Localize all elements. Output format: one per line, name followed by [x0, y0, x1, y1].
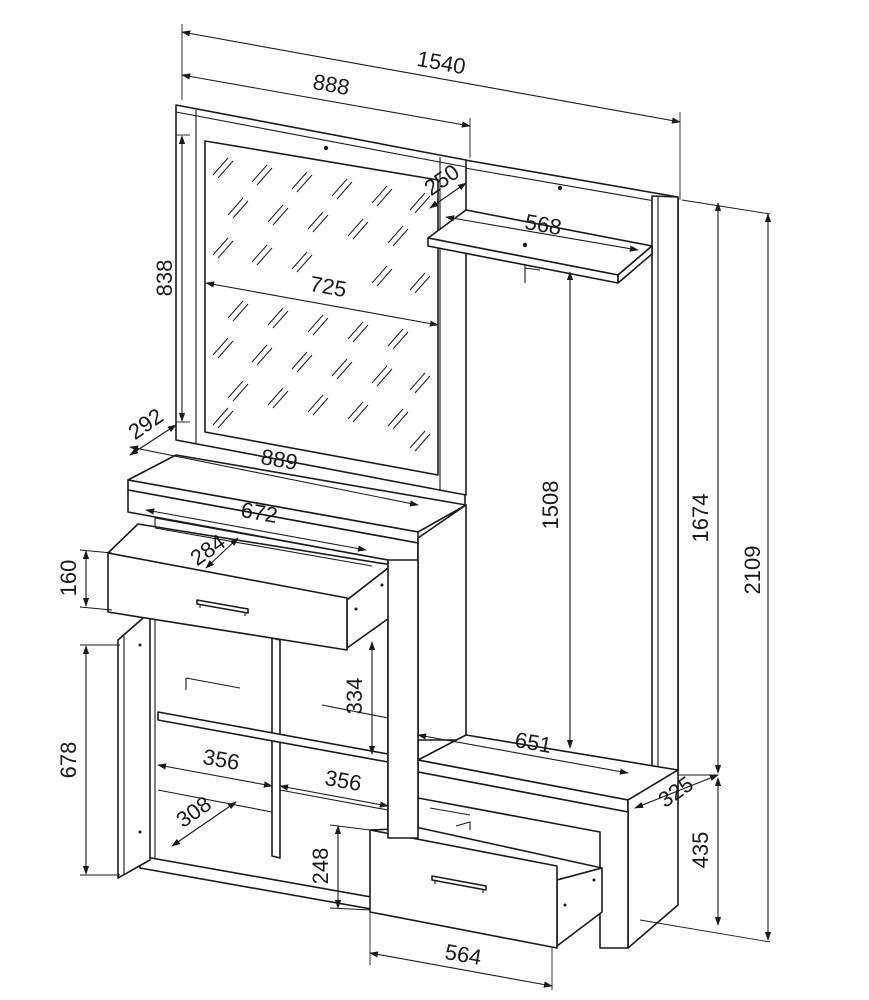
- dim-bench-height: 435: [688, 832, 713, 869]
- dim-compartment-height: 334: [342, 678, 367, 715]
- dimension-lines: [79, 24, 772, 990]
- dim-lower-height: 248: [308, 848, 333, 885]
- dim-compartment-width-right: 356: [323, 765, 364, 796]
- dim-mirror-height: 838: [152, 260, 177, 297]
- dim-total-width: 1540: [415, 46, 468, 79]
- dim-drawer-height: 160: [56, 560, 81, 597]
- bottom-drawer: [369, 821, 603, 949]
- dim-side-height: 1674: [688, 494, 713, 543]
- dim-total-height: 2109: [740, 546, 765, 595]
- right-side-panel: [651, 195, 679, 773]
- dim-cabinet-depth: 292: [123, 403, 167, 445]
- dimension-labels: 1540 888 250 568 838 725 292 889 672 284…: [56, 46, 765, 970]
- dim-bottom-drawer-width: 564: [443, 939, 484, 970]
- dim-inner-depth: 308: [171, 791, 215, 833]
- dim-door-height: 678: [56, 742, 81, 779]
- cabinet-right-post: [387, 559, 419, 839]
- cabinet-door: [117, 611, 151, 879]
- dim-mirror-panel-width: 888: [311, 69, 352, 100]
- mirror-glass: [204, 140, 439, 476]
- dim-compartment-width-left: 356: [201, 744, 242, 775]
- dim-hanging-height: 1508: [538, 481, 563, 530]
